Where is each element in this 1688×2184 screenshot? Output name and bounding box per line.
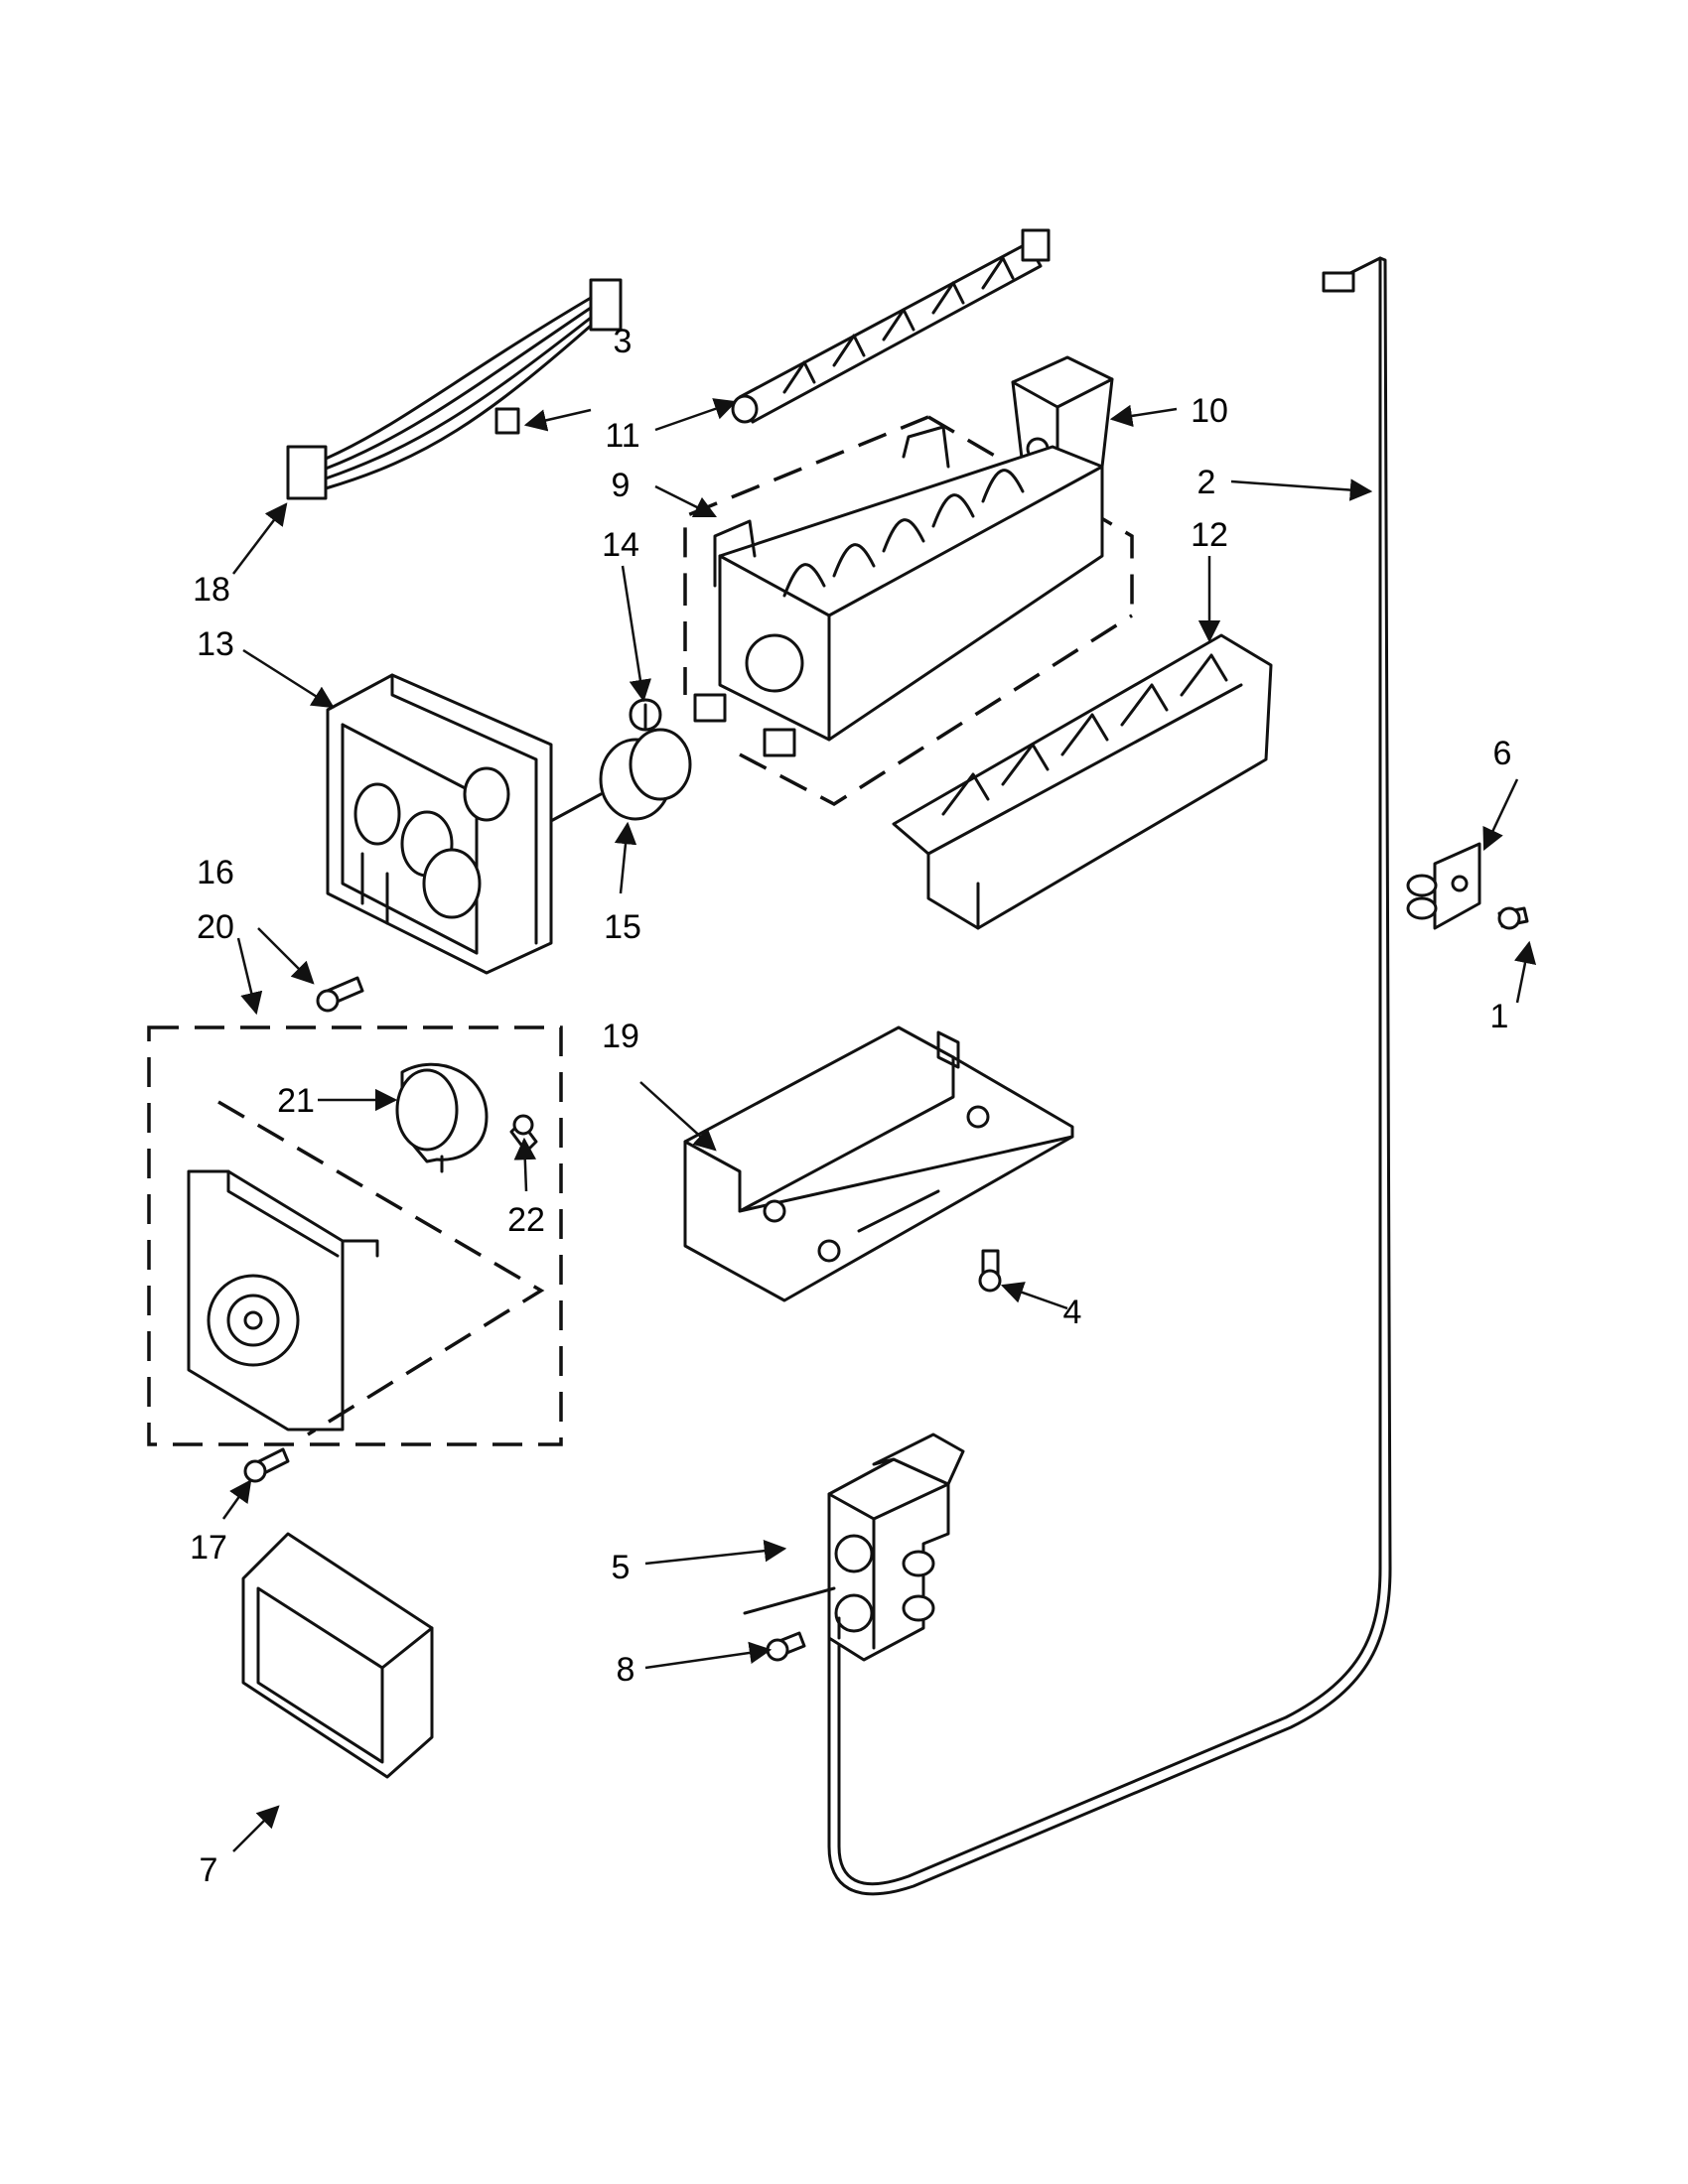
shield-part	[683, 1025, 1074, 1302]
callout-2: 2	[1197, 464, 1216, 501]
ejector-part	[731, 228, 1051, 424]
callout-9: 9	[612, 467, 631, 504]
callout-14: 14	[602, 526, 639, 564]
callout-5: 5	[612, 1549, 631, 1586]
callout-10: 10	[1191, 392, 1228, 430]
water-valve-part	[827, 1433, 965, 1662]
callout-labels: 1 2 3 4 5 6 7 8 9 10 11 12 13 14 15 16 1…	[190, 323, 1511, 1889]
callout-15: 15	[604, 908, 641, 946]
mold-part	[683, 415, 1134, 807]
callout-13: 13	[197, 625, 234, 663]
motor-assembly-box	[147, 1025, 563, 1446]
callout-12: 12	[1191, 516, 1228, 554]
callout-16: 16	[197, 854, 234, 891]
callout-17: 17	[190, 1529, 227, 1567]
fill-tube-part	[827, 256, 1392, 1896]
screw-4-part	[978, 1249, 1002, 1293]
screw-16-part	[316, 976, 364, 1013]
callout-11: 11	[605, 417, 639, 455]
callout-20: 20	[197, 908, 234, 946]
callout-18: 18	[193, 571, 230, 609]
motor-part	[395, 1062, 489, 1173]
clip-part	[629, 698, 662, 732]
callout-22: 22	[507, 1201, 545, 1239]
callout-7: 7	[200, 1851, 218, 1889]
screw-1-part	[1497, 906, 1529, 930]
callout-19: 19	[602, 1018, 639, 1055]
motor-plate-part	[187, 1100, 545, 1436]
callout-21: 21	[277, 1082, 315, 1120]
wire-harness-part	[286, 278, 623, 500]
callout-3: 3	[614, 323, 633, 360]
screw-8-part	[743, 1586, 836, 1662]
callout-6: 6	[1493, 735, 1512, 772]
cover-part	[241, 1532, 434, 1779]
thermostat-part	[534, 728, 692, 831]
callout-4: 4	[1063, 1294, 1082, 1331]
callout-1: 1	[1490, 998, 1509, 1035]
leader-arrows	[221, 398, 1537, 1852]
control-housing-part	[326, 673, 553, 975]
clamp-part	[1406, 842, 1481, 930]
stripper-part	[892, 633, 1273, 930]
callout-8: 8	[617, 1651, 635, 1689]
screw-17-part	[243, 1447, 290, 1483]
